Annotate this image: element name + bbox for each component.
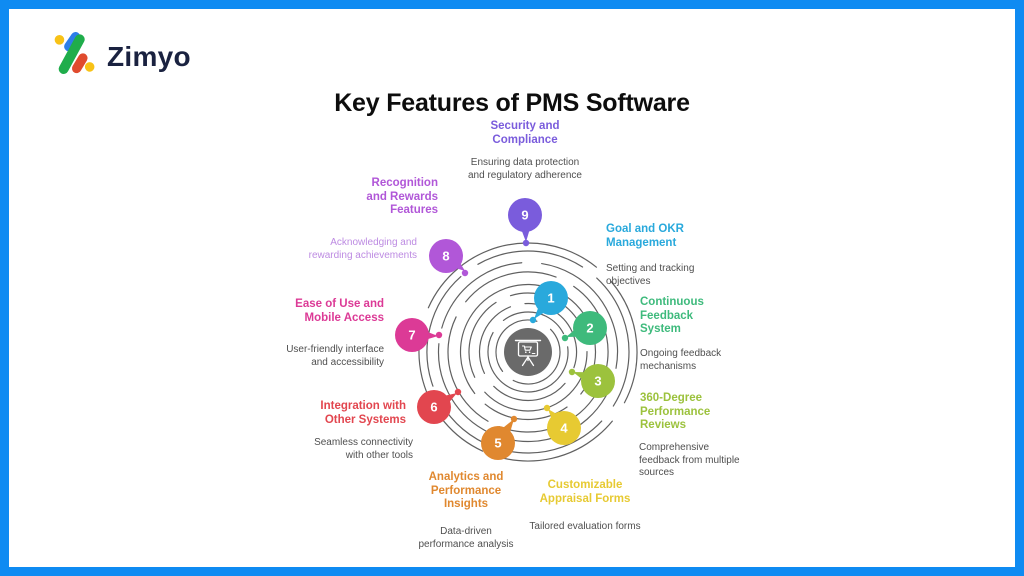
feature-dot-9: [522, 239, 530, 247]
feature-title-customizable-appraisal: Customizable Appraisal Forms: [539, 479, 631, 505]
zimyo-logo: Zimyo: [48, 32, 191, 82]
svg-text:5: 5: [494, 436, 501, 451]
svg-text:8: 8: [442, 249, 449, 264]
feature-desc-continuous-feedback: Ongoing feedback mechanisms: [640, 348, 722, 372]
feature-desc-customizable-appraisal: Tailored evaluation forms: [529, 521, 641, 532]
feature-node-9: 9: [508, 198, 542, 242]
feature-title-recognition-rewards: Recognition and Rewards Features: [366, 177, 438, 217]
zimyo-logo-icon: [54, 32, 95, 74]
center-hub: [504, 328, 552, 376]
presentation-board-icon: [514, 339, 542, 367]
feature-title-analytics-insights: Analytics and Performance Insights: [428, 471, 504, 511]
feature-node-7: 7: [395, 318, 438, 352]
feature-node-1: 1: [534, 281, 568, 319]
feature-title-ease-of-use: Ease of Use and Mobile Access: [295, 298, 384, 324]
svg-text:3: 3: [594, 374, 601, 389]
svg-text:7: 7: [408, 328, 415, 343]
feature-node-3: 3: [573, 364, 615, 398]
feature-desc-360-degree-reviews: Comprehensive feedback from multiple sou…: [639, 442, 740, 478]
feature-desc-analytics-insights: Data-driven performance analysis: [418, 526, 514, 550]
feature-desc-integration-systems: Seamless connectivity with other tools: [314, 437, 413, 461]
feature-title-integration-systems: Integration with Other Systems: [320, 400, 406, 426]
feature-title-continuous-feedback: Continuous Feedback System: [640, 296, 704, 336]
feature-desc-recognition-rewards: Acknowledging and rewarding achievements: [308, 237, 417, 261]
feature-node-5: 5: [481, 419, 515, 460]
feature-dot-8: [461, 269, 469, 277]
page-title: Key Features of PMS Software: [334, 88, 690, 117]
feature-node-2: 2: [566, 311, 607, 345]
svg-text:2: 2: [586, 321, 593, 336]
svg-text:4: 4: [560, 421, 568, 436]
feature-desc-goal-okr-management: Setting and tracking objectives: [606, 263, 695, 287]
feature-dot-2: [561, 334, 569, 342]
feature-node-6: 6: [417, 390, 457, 424]
feature-node-8: 8: [429, 239, 465, 273]
svg-text:6: 6: [430, 400, 437, 415]
feature-desc-ease-of-use: User-friendly interface and accessibilit…: [286, 344, 384, 368]
feature-title-goal-okr-management: Goal and OKR Management: [606, 223, 684, 249]
feature-dots: [435, 239, 576, 423]
feature-title-360-degree-reviews: 360-Degree Performance Reviews: [640, 392, 711, 432]
svg-text:1: 1: [547, 291, 554, 306]
feature-desc-security-compliance: Ensuring data protection and regulatory …: [468, 157, 582, 181]
feature-title-security-compliance: Security and Compliance: [490, 120, 560, 146]
feature-dot-7: [435, 331, 443, 339]
feature-node-4: 4: [547, 409, 581, 445]
svg-text:9: 9: [521, 208, 528, 223]
feature-dot-3: [568, 368, 576, 376]
zimyo-logo-text: Zimyo: [107, 41, 191, 72]
